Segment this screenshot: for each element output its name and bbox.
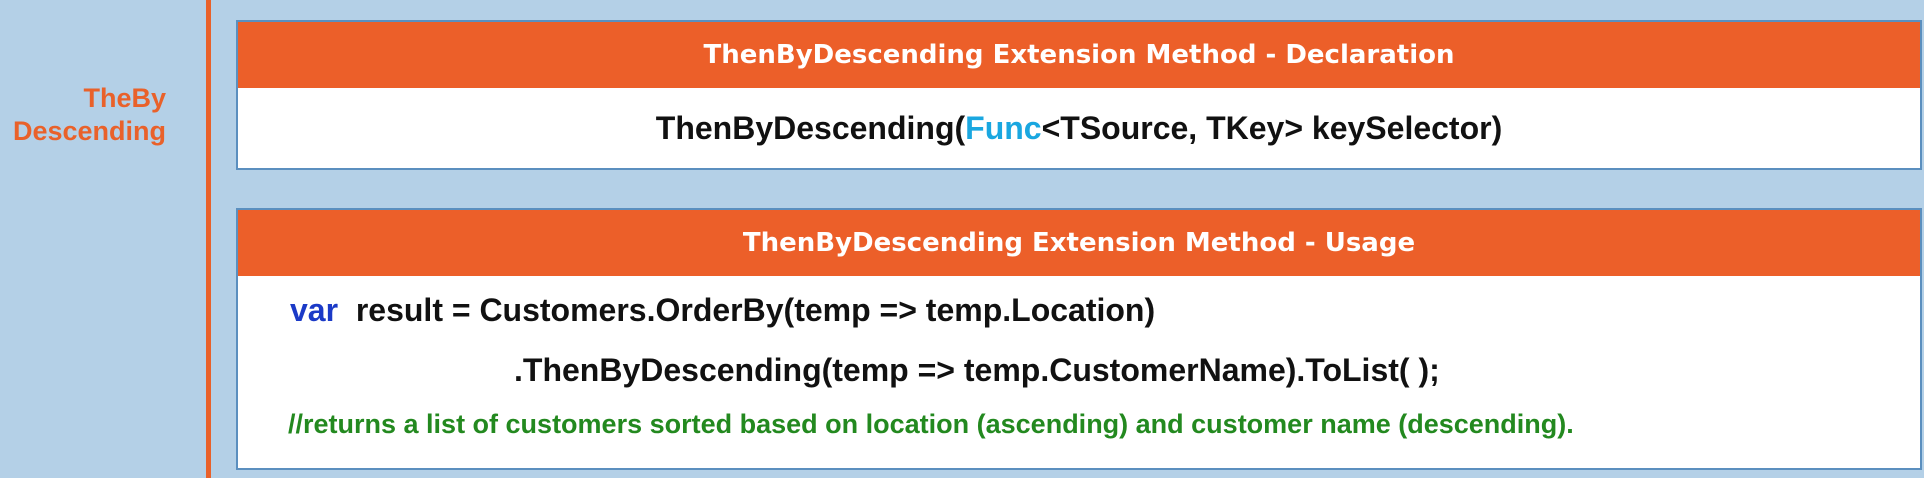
vertical-divider xyxy=(206,0,211,478)
var-keyword: var xyxy=(290,292,339,328)
declaration-header: ThenByDescending Extension Method - Decl… xyxy=(238,22,1920,88)
section-label: TheBy Descending xyxy=(0,82,166,148)
usage-code: var result = Customers.OrderBy(temp => t… xyxy=(238,276,1920,468)
signature-suffix: <TSource, TKey> keySelector) xyxy=(1041,110,1503,146)
code-line-2: .ThenByDescending(temp => temp.CustomerN… xyxy=(514,352,1440,388)
signature-func-keyword: Func xyxy=(965,110,1042,146)
signature-prefix: ThenByDescending( xyxy=(655,110,966,146)
section-label-line2: Descending xyxy=(12,116,166,146)
section-label-line1: TheBy xyxy=(83,83,166,113)
usage-card: ThenByDescending Extension Method - Usag… xyxy=(236,208,1922,470)
code-comment: //returns a list of customers sorted bas… xyxy=(288,409,1574,439)
declaration-signature: ThenByDescending(Func<TSource, TKey> key… xyxy=(238,88,1920,168)
code-line-1-rest: result = Customers.OrderBy(temp => temp.… xyxy=(338,292,1156,328)
code-line-1: var result = Customers.OrderBy(temp => t… xyxy=(290,290,1155,330)
usage-header: ThenByDescending Extension Method - Usag… xyxy=(238,210,1920,276)
declaration-card: ThenByDescending Extension Method - Decl… xyxy=(236,20,1922,170)
